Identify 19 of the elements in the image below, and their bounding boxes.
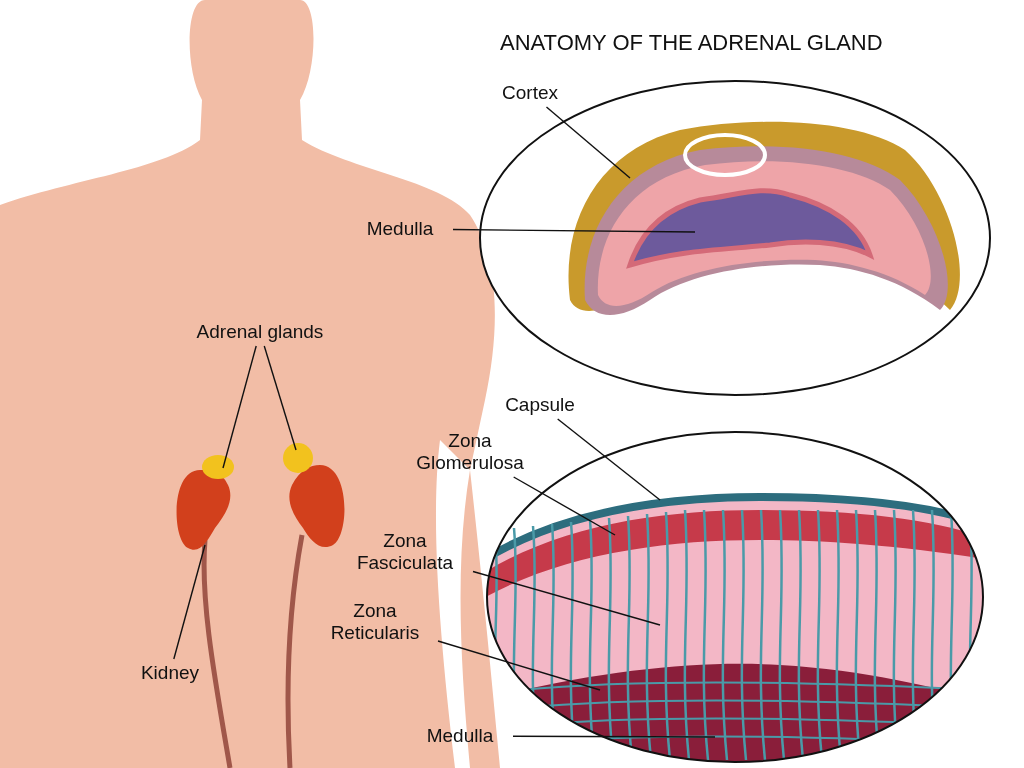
leader-line xyxy=(173,544,206,660)
part-label: Medulla xyxy=(350,218,450,240)
part-label: Cortex xyxy=(470,82,590,104)
leader-line xyxy=(222,345,257,469)
part-label: Kidney xyxy=(120,662,220,684)
leader-line xyxy=(452,228,696,233)
leader-line xyxy=(545,106,631,179)
part-label: Zona Fasciculata xyxy=(340,530,470,574)
leader-line xyxy=(472,570,661,626)
leader-line xyxy=(512,476,616,536)
leader-line xyxy=(556,418,661,501)
part-label: Capsule xyxy=(485,394,595,416)
part-label: Zona Reticularis xyxy=(315,600,435,644)
leader-line xyxy=(263,345,297,451)
part-label: Adrenal glands xyxy=(170,321,350,343)
part-label: Zona Glomerulosa xyxy=(410,430,530,474)
leader-line xyxy=(512,735,716,738)
title: ANATOMY OF THE ADRENAL GLAND xyxy=(500,30,883,56)
part-label: Medulla xyxy=(410,725,510,747)
